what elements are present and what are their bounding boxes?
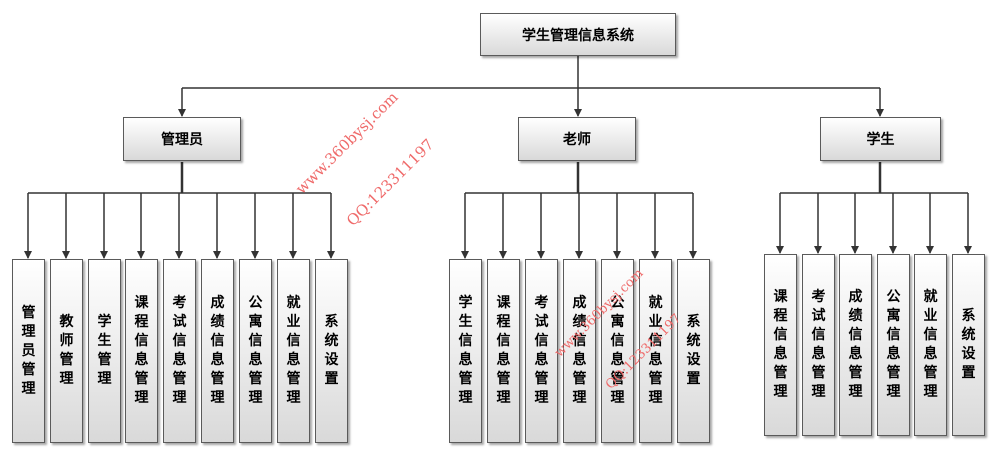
student-child-label: 成绩信息管理 [848,289,863,400]
root-label: 学生管理信息系统 [522,27,634,44]
teacher-child-label: 成绩信息管理 [572,295,587,406]
teacher-child-node: 公寓信息管理 [601,259,634,443]
student-child-label: 公寓信息管理 [886,289,901,400]
teacher-child-label: 学生信息管理 [458,295,473,406]
admin-child-node: 考试信息管理 [163,259,196,443]
admin-child-label: 学生管理 [97,314,112,387]
teacher-child-label: 就业信息管理 [648,295,663,406]
teacher-child-node: 就业信息管理 [639,259,672,443]
teacher-child-label: 考试信息管理 [534,295,549,406]
student-child-node: 成绩信息管理 [839,254,872,436]
student-child-node: 系统设置 [952,254,985,436]
admin-child-node: 公寓信息管理 [239,259,272,443]
admin-child-node: 教师管理 [50,259,83,443]
student-child-node: 就业信息管理 [914,254,947,436]
role-node-admin: 管理员 [123,117,241,161]
admin-child-node: 就业信息管理 [277,259,310,443]
admin-child-node: 课程信息管理 [125,259,158,443]
teacher-child-label: 系统设置 [686,314,701,387]
teacher-child-label: 课程信息管理 [496,295,511,406]
admin-child-label: 公寓信息管理 [248,295,263,406]
student-child-label: 就业信息管理 [923,289,938,400]
student-child-label: 课程信息管理 [773,289,788,400]
student-child-node: 公寓信息管理 [877,254,910,436]
teacher-child-node: 考试信息管理 [525,259,558,443]
admin-child-label: 管理员管理 [21,304,36,397]
admin-child-label: 系统设置 [324,314,339,387]
teacher-child-node: 课程信息管理 [487,259,520,443]
admin-child-node: 成绩信息管理 [201,259,234,443]
teacher-child-label: 公寓信息管理 [610,295,625,406]
admin-child-label: 考试信息管理 [172,295,187,406]
role-label-teacher: 老师 [563,132,591,148]
role-label-student: 学生 [866,132,895,148]
role-node-student: 学生 [820,117,941,161]
admin-child-label: 教师管理 [59,314,74,387]
admin-child-label: 课程信息管理 [134,295,149,406]
student-child-label: 系统设置 [961,308,976,381]
student-child-node: 课程信息管理 [764,254,797,436]
teacher-child-node: 成绩信息管理 [563,259,596,443]
admin-child-label: 成绩信息管理 [210,295,225,406]
admin-child-node: 学生管理 [88,259,121,443]
student-child-label: 考试信息管理 [811,289,826,400]
admin-child-label: 就业信息管理 [286,295,301,406]
root-node: 学生管理信息系统 [480,13,676,56]
admin-child-node: 系统设置 [315,259,348,443]
role-node-teacher: 老师 [518,117,636,161]
teacher-child-node: 学生信息管理 [449,259,482,443]
teacher-child-node: 系统设置 [677,259,710,443]
admin-child-node: 管理员管理 [12,259,45,443]
student-child-node: 考试信息管理 [802,254,835,436]
role-label-admin: 管理员 [161,132,203,148]
